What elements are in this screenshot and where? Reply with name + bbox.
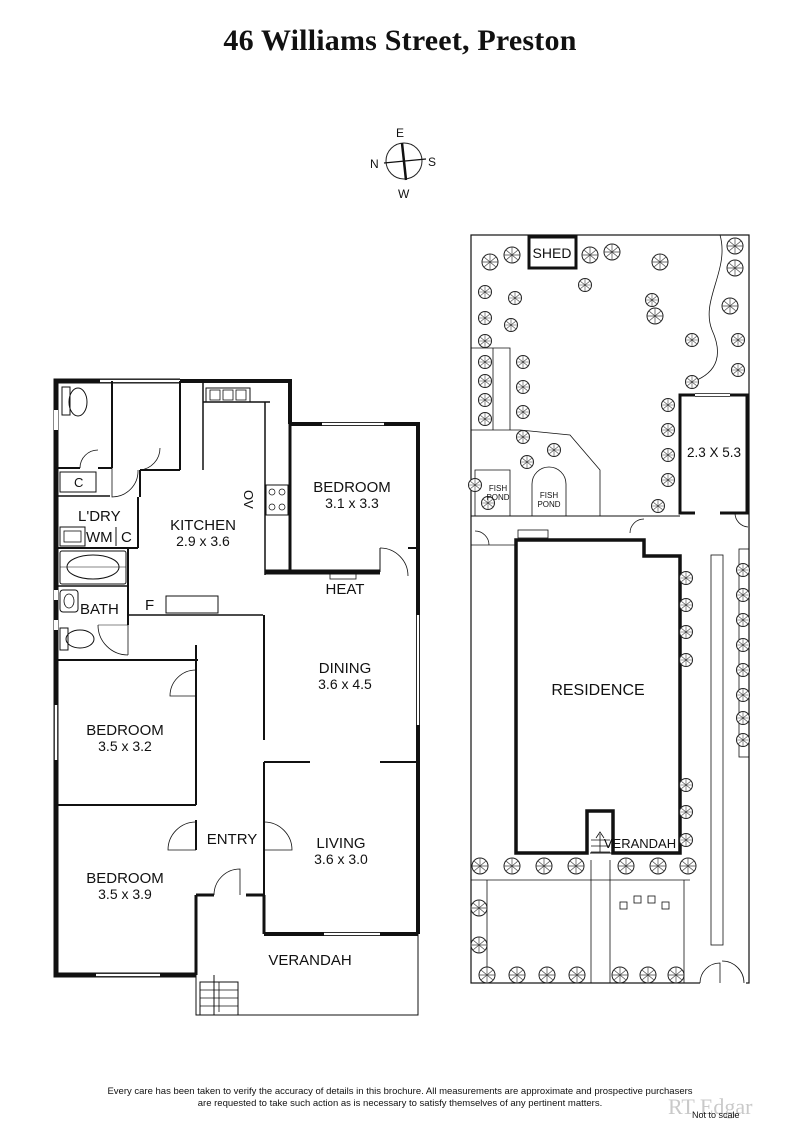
fish-pond-1-line1: FISH	[489, 484, 507, 493]
disclaimer: Every care has been taken to verify the …	[60, 1086, 740, 1110]
kitchen-size: 2.9 x 3.6	[176, 533, 230, 549]
not-to-scale-note: Not to scale	[692, 1110, 740, 1120]
bath-label: BATH	[80, 601, 119, 618]
fridge-label: F	[145, 597, 154, 614]
laundry-label: L'DRY	[78, 508, 121, 525]
disclaimer-line-1: Every care has been taken to verify the …	[107, 1086, 693, 1097]
dining-size: 3.6 x 4.5	[318, 676, 372, 692]
compass-s: S	[428, 155, 436, 169]
residence-label: RESIDENCE	[551, 682, 644, 699]
outbuilding-size: 2.3 X 5.3	[687, 445, 741, 460]
floor-plan-labels: C L'DRY WM C BATH F KITCHEN 2.9 x 3.6 OV…	[74, 475, 391, 969]
bedroom3-size: 3.5 x 3.9	[98, 886, 152, 902]
site-plan-labels: SHED 2.3 X 5.3 FISH POND FISH POND RESID…	[486, 245, 741, 851]
living-name: LIVING	[316, 835, 365, 852]
kitchen-name: KITCHEN	[170, 517, 236, 534]
oven-label: OV	[241, 490, 256, 509]
verandah-label: VERANDAH	[268, 952, 351, 969]
washing-machine-label: WM	[86, 529, 113, 546]
fish-pond-2-line2: POND	[537, 500, 560, 509]
disclaimer-line-2: are requested to take such action as is …	[197, 1098, 603, 1109]
compass: E N S W	[370, 126, 436, 201]
compass-e: E	[396, 126, 404, 140]
fish-pond-2-line1: FISH	[540, 491, 558, 500]
living-size: 3.6 x 3.0	[314, 851, 368, 867]
site-trees	[468, 237, 750, 984]
bedroom3-name: BEDROOM	[86, 870, 164, 887]
compass-n: N	[370, 157, 379, 171]
compass-w: W	[398, 187, 410, 201]
entry-label: ENTRY	[207, 831, 258, 848]
site-verandah-label: VERANDAH	[604, 836, 676, 851]
site-plan	[470, 234, 750, 985]
bedroom2-name: BEDROOM	[86, 722, 164, 739]
dining-name: DINING	[319, 660, 372, 677]
page-title: 46 Williams Street, Preston	[223, 24, 577, 57]
fish-pond-1-line2: POND	[486, 493, 509, 502]
floor-plan	[53, 378, 420, 1016]
shed-label: SHED	[533, 245, 572, 261]
heater-label: HEAT	[326, 581, 365, 598]
cupboard-label: C	[121, 529, 132, 546]
bedroom2-size: 3.5 x 3.2	[98, 738, 152, 754]
bedroom1-name: BEDROOM	[313, 479, 391, 496]
laundry-cupboard-label: C	[74, 475, 83, 490]
compass-needle-ns	[400, 142, 408, 181]
bedroom1-size: 3.1 x 3.3	[325, 495, 379, 511]
agency-logo: RT Edgar	[668, 1094, 753, 1119]
